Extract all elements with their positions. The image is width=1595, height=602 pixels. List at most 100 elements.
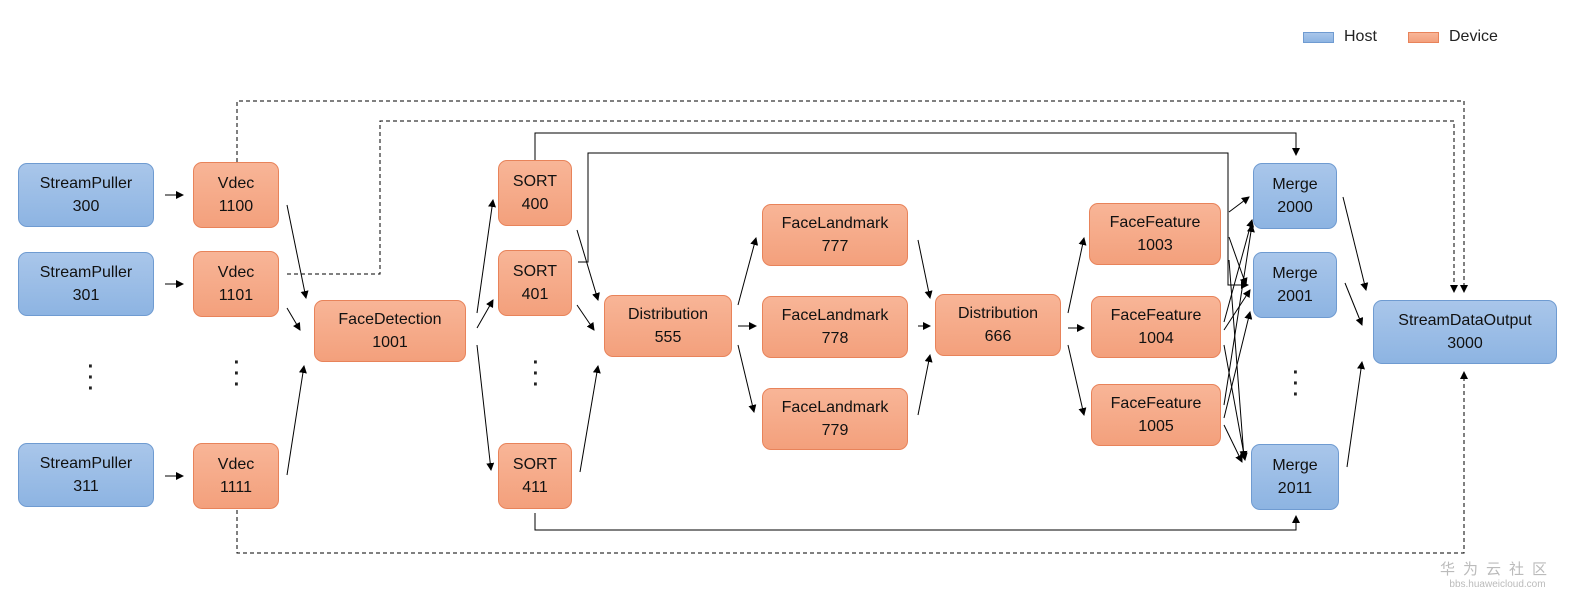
node-id: 666 — [984, 328, 1012, 345]
edge-arrow — [1223, 311, 1253, 419]
node-id: 1101 — [218, 287, 254, 304]
node-id: 411 — [522, 479, 548, 496]
node-facelandmark-778: FaceLandmark 778 — [762, 296, 908, 358]
edge-arrow — [917, 239, 933, 299]
legend-device: Device — [1408, 28, 1498, 46]
legend-host: Host — [1303, 28, 1377, 46]
node-name: FaceLandmark — [781, 307, 889, 324]
node-name: StreamPuller — [39, 175, 133, 192]
node-sort-411: SORT 411 — [498, 443, 572, 509]
legend-device-swatch — [1408, 31, 1439, 43]
edge-sort401-merge2001 — [578, 152, 1249, 289]
node-streampuller-311: StreamPuller 311 — [18, 443, 154, 507]
node-id: 777 — [821, 238, 849, 255]
node-name: Merge — [1272, 265, 1318, 282]
edge-arrow — [1067, 344, 1087, 416]
node-name: Merge — [1272, 457, 1318, 474]
node-id: 1005 — [1138, 418, 1174, 435]
edge-arrow — [737, 237, 759, 306]
legend-device-label: Device — [1449, 28, 1498, 45]
node-name: StreamPuller — [39, 455, 133, 472]
legend-host-swatch — [1303, 31, 1334, 43]
watermark-url: bbs.huaweicloud.com — [1449, 579, 1546, 590]
edge-arrow — [737, 344, 757, 413]
node-sort-401: SORT 401 — [498, 250, 572, 316]
edge-arrow — [576, 229, 600, 301]
watermark: 华为云社区 bbs.huaweicloud.com — [1440, 558, 1555, 590]
edge-sort411-merge2011 — [534, 513, 1300, 531]
node-name: SORT — [512, 263, 558, 280]
node-id: 300 — [72, 198, 100, 215]
node-name: Vdec — [217, 456, 255, 473]
edge-vdec1100-output — [236, 100, 1468, 293]
edge-arrow — [1223, 424, 1243, 463]
node-name: Vdec — [217, 175, 255, 192]
edge-arrow — [1223, 219, 1255, 323]
node-id: 1111 — [219, 479, 253, 496]
node-id: 555 — [654, 329, 682, 346]
node-id: 2000 — [1277, 199, 1313, 216]
ellipsis-vdec: ··· — [233, 352, 241, 396]
edge-arrow — [1228, 236, 1248, 286]
edge-arrow — [1342, 196, 1369, 291]
node-facefeature-1003: FaceFeature 1003 — [1089, 203, 1221, 265]
node-distribution-666: Distribution 666 — [935, 294, 1061, 356]
node-name: FaceLandmark — [781, 399, 889, 416]
node-id: 3000 — [1447, 335, 1483, 352]
node-facelandmark-779: FaceLandmark 779 — [762, 388, 908, 450]
node-name: StreamDataOutput — [1398, 312, 1532, 329]
edge-arrow — [579, 365, 601, 473]
node-vdec-1100: Vdec 1100 — [193, 162, 279, 228]
node-name: SORT — [512, 456, 558, 473]
node-id: 2011 — [1277, 480, 1313, 497]
edge-arrow — [286, 365, 307, 476]
ellipsis-streampuller: ··· — [87, 356, 95, 400]
node-streampuller-300: StreamPuller 300 — [18, 163, 154, 227]
node-streamdataoutput-3000: StreamDataOutput 3000 — [1373, 300, 1557, 364]
node-name: Distribution — [957, 305, 1039, 322]
edge-arrow — [1228, 196, 1250, 213]
edge-arrow — [1067, 237, 1087, 314]
edge-arrow — [1223, 224, 1255, 406]
edge-arrow — [476, 299, 494, 329]
node-streampuller-301: StreamPuller 301 — [18, 252, 154, 316]
node-name: FaceFeature — [1109, 214, 1201, 231]
edge-arrow — [1344, 282, 1364, 326]
edge-arrow — [286, 307, 301, 331]
node-id: 1004 — [1138, 330, 1174, 347]
node-name: StreamPuller — [39, 264, 133, 281]
legend-host-label: Host — [1344, 28, 1377, 45]
node-name: FaceFeature — [1110, 395, 1202, 412]
node-id: 2001 — [1277, 288, 1313, 305]
node-id: 779 — [821, 422, 849, 439]
node-id: 401 — [521, 286, 549, 303]
node-merge-2001: Merge 2001 — [1253, 252, 1337, 318]
node-id: 1100 — [218, 198, 254, 215]
watermark-title: 华为云社区 — [1439, 561, 1555, 578]
node-name: Distribution — [627, 306, 709, 323]
node-facelandmark-777: FaceLandmark 777 — [762, 204, 908, 266]
node-merge-2011: Merge 2011 — [1251, 444, 1339, 510]
edge-vdec1101-output — [287, 120, 1458, 293]
edge-arrow — [576, 304, 595, 331]
edge-sort400-merge2000 — [534, 132, 1300, 160]
ellipsis-sort: ··· — [532, 352, 540, 396]
edge-vdec1111-output — [236, 371, 1468, 554]
ellipsis-merge: ··· — [1292, 362, 1300, 406]
node-id: 311 — [73, 478, 99, 495]
edge-arrow — [476, 199, 496, 314]
node-id: 301 — [72, 287, 100, 304]
node-name: FaceLandmark — [781, 215, 889, 232]
node-id: 1003 — [1137, 237, 1173, 254]
edge-arrow — [917, 354, 933, 416]
node-name: SORT — [512, 173, 558, 190]
edge-arrow — [476, 344, 495, 471]
node-id: 778 — [821, 330, 849, 347]
node-id: 1001 — [372, 334, 408, 351]
